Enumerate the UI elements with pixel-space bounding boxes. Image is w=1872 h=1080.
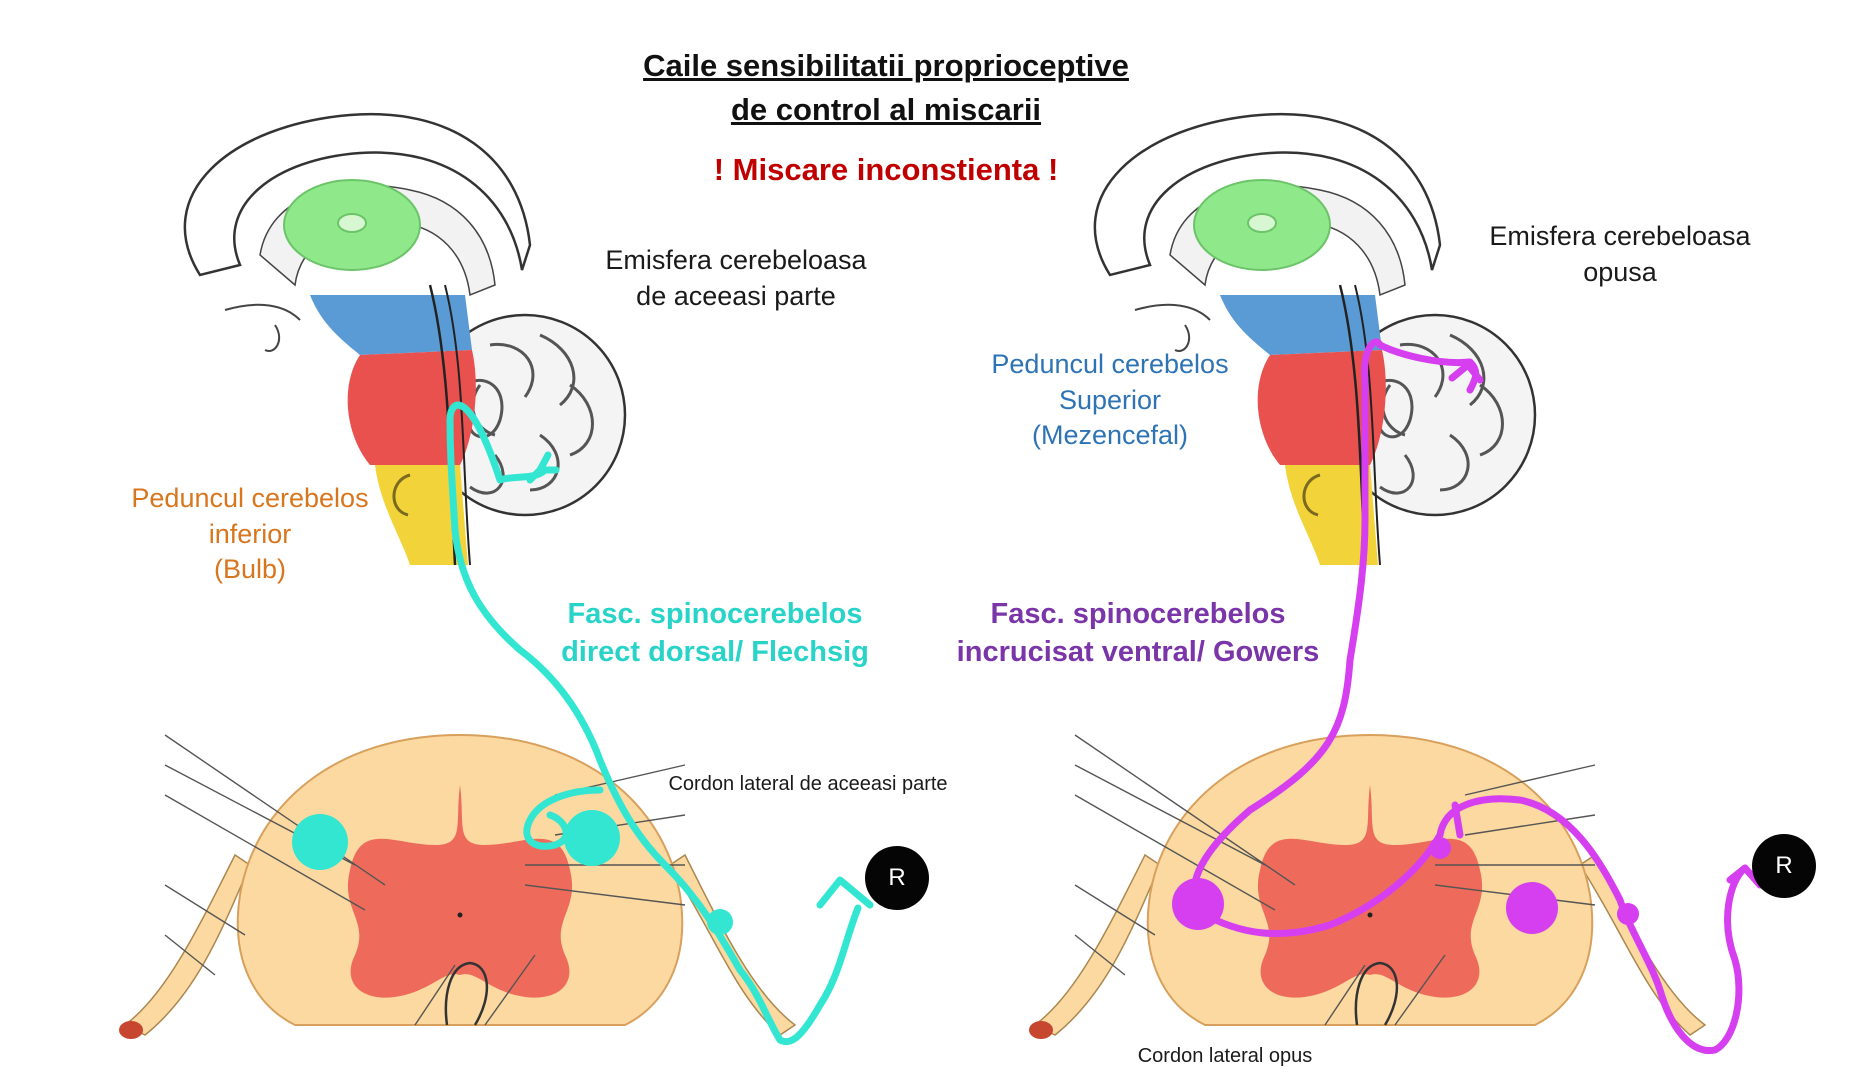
right-spinal-cord-section <box>1027 733 1707 1041</box>
flechsig-ganglion-dot <box>707 909 733 935</box>
gowers-crossing-dot <box>1429 837 1451 859</box>
flechsig-tract-label: Fasc. spinocerebelos direct dorsal/ Flec… <box>530 595 900 672</box>
title-line-1: Caile sensibilitatii proprioceptive <box>643 48 1129 83</box>
inferior-peduncle-label: Peduncul cerebelos inferior (Bulb) <box>110 481 390 588</box>
right-hemisphere-line-1: Emisfera cerebeloasa <box>1489 221 1751 251</box>
gowers-line-1: Fasc. spinocerebelos <box>990 598 1286 630</box>
flechsig-left-nucleus-dot <box>292 814 348 870</box>
left-hemisphere-line-1: Emisfera cerebeloasa <box>605 245 867 275</box>
left-hemisphere-label: Emisfera cerebeloasa de aceeasi parte <box>586 243 886 314</box>
unconscious-movement-alert: ! Miscare inconstienta ! <box>713 152 1059 187</box>
gowers-tract-path <box>1190 338 1764 1054</box>
diagram-title: Caile sensibilitatii proprioceptive de c… <box>586 44 1186 132</box>
right-hemisphere-label: Emisfera cerebeloasa opusa <box>1470 219 1770 290</box>
flechsig-line-1: Fasc. spinocerebelos <box>567 598 863 630</box>
gowers-ganglion-dot <box>1617 903 1639 925</box>
left-hemisphere-line-2: de aceeasi parte <box>636 280 836 311</box>
gowers-left-nucleus-dot <box>1172 878 1224 930</box>
right-receptor-marker: R <box>1752 834 1816 898</box>
superior-peduncle-line-3: (Mezencefal) <box>1031 420 1189 451</box>
inferior-peduncle-line-1: Peduncul cerebelos <box>131 483 369 513</box>
cordon-same-side-label: Cordon lateral de aceeasi parte <box>668 773 948 795</box>
right-hemisphere-line-2: opusa <box>1583 256 1657 287</box>
gowers-right-nucleus-dot <box>1506 882 1558 934</box>
flechsig-right-nucleus-dot <box>564 810 620 866</box>
superior-peduncle-line-1: Peduncul cerebelos <box>991 349 1229 379</box>
cordon-opposite-label: Cordon lateral opus <box>1137 1045 1313 1067</box>
title-line-2: de control al miscarii <box>730 92 1042 128</box>
superior-peduncle-label: Peduncul cerebelos Superior (Mezencefal) <box>960 347 1260 454</box>
superior-peduncle-line-2: Superior <box>1058 384 1162 415</box>
gowers-tract-label: Fasc. spinocerebelos incrucisat ventral/… <box>928 595 1348 672</box>
right-brain-illustration <box>1093 112 1537 567</box>
inferior-peduncle-line-2: inferior <box>208 518 292 549</box>
inferior-peduncle-line-3: (Bulb) <box>213 554 287 585</box>
left-receptor-marker: R <box>865 846 929 910</box>
flechsig-line-2: direct dorsal/ Flechsig <box>561 636 869 669</box>
gowers-line-2: incrucisat ventral/ Gowers <box>956 636 1320 669</box>
